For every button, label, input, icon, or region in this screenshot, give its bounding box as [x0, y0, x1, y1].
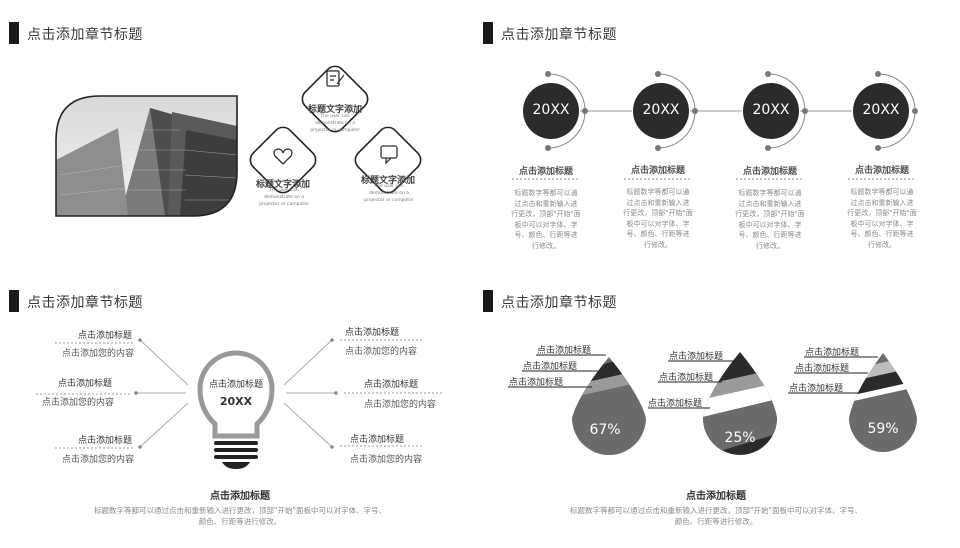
step-circle: [633, 83, 689, 139]
footer-title[interactable]: 点击添加标题: [210, 491, 270, 502]
step-desc: 标题数字等都可以通过点击和重新输入进行更改，顶部"开始"面 板中可以对字体、字号…: [623, 188, 693, 249]
left-item-content: 点击添加您的内容: [62, 455, 135, 465]
diamond-title[interactable]: 标题文字添加: [360, 176, 415, 186]
step-title[interactable]: 点击添加标题: [742, 167, 797, 177]
drop-label[interactable]: 点击添加标题: [805, 348, 860, 358]
step-desc: 标题数字等都可以通过点击和重新输入进行更改，顶部"开始"面 板中可以对字体、字号…: [847, 188, 917, 249]
title-bar-marker: [9, 22, 19, 44]
drop-percent: 59%: [867, 421, 899, 437]
title-bar-marker: [483, 290, 493, 312]
diamond-text: The user can demonstrate on a projector …: [310, 114, 360, 133]
step-year: 20XX: [862, 102, 900, 118]
step-desc: 标题数字等都可以通过点击和重新输入进行更改，顶部"开始"面 板中可以对字体、字号…: [735, 189, 805, 250]
section-title[interactable]: 点击添加章节标题: [501, 27, 617, 43]
step-desc: 标题数字等都可以通过点击和重新输入进行更改，顶部"开始"面 板中可以对字体、字号…: [511, 189, 581, 250]
diamond-text: The user can demonstrate on a projector …: [259, 188, 309, 207]
step-circle: [853, 83, 909, 139]
left-item-content: 点击添加您的内容: [62, 349, 135, 359]
section-title[interactable]: 点击添加章节标题: [27, 295, 143, 311]
footer-title[interactable]: 点击添加标题: [686, 491, 746, 502]
section-title[interactable]: 点击添加章节标题: [501, 295, 617, 311]
drop-label[interactable]: 点击添加标题: [659, 373, 714, 383]
drop-label[interactable]: 点击添加标题: [509, 378, 564, 388]
drop-percent: 25%: [724, 430, 756, 446]
footer-desc: 标题数字等都可以通过点击和重新输入进行更改，顶部"开始"面板中可以对字体、字号、…: [94, 506, 386, 527]
section-title[interactable]: 点击添加章节标题: [27, 27, 143, 43]
drop-label[interactable]: 点击添加标题: [789, 384, 844, 394]
diamond-title[interactable]: 标题文字添加: [307, 105, 362, 115]
drop-label[interactable]: 点击添加标题: [537, 346, 592, 356]
bulb-outline: [197, 350, 275, 439]
step-title[interactable]: 点击添加标题: [854, 166, 909, 176]
step-circle: [523, 83, 579, 139]
building-photo: [56, 96, 237, 216]
diamond-top: [301, 65, 369, 133]
drop-label[interactable]: 点击添加标题: [795, 364, 850, 374]
right-item-content: 点击添加您的内容: [345, 347, 418, 357]
drop-percent: 67%: [589, 422, 621, 438]
drop-3: [849, 353, 917, 452]
step-year: 20XX: [532, 102, 570, 118]
step-title[interactable]: 点击添加标题: [630, 166, 685, 176]
diamond-right: [354, 126, 422, 194]
diamond-left: [249, 126, 317, 194]
bulb-year: 20XX: [219, 395, 253, 408]
left-item-content: 点击添加您的内容: [42, 398, 115, 408]
left-item-title[interactable]: 点击添加标题: [58, 379, 113, 389]
right-item-title[interactable]: 点击添加标题: [350, 435, 405, 445]
left-item-title[interactable]: 点击添加标题: [78, 436, 133, 446]
footer-desc: 标题数字等都可以通过点击和重新输入进行更改，顶部"开始"面板中可以对字体、字号、…: [570, 506, 862, 527]
right-item-content: 点击添加您的内容: [364, 400, 437, 410]
drop-label[interactable]: 点击添加标题: [648, 399, 703, 409]
edit-icon: [326, 70, 345, 87]
step-title[interactable]: 点击添加标题: [518, 167, 573, 177]
drop-label[interactable]: 点击添加标题: [669, 352, 724, 362]
heart-icon: [273, 148, 293, 165]
diamond-text: The user can demonstrate on a projector …: [364, 184, 414, 203]
bulb-base: [214, 441, 258, 469]
step-year: 20XX: [642, 102, 680, 118]
diamond-title[interactable]: 标题文字添加: [255, 180, 310, 190]
chat-icon: [380, 145, 398, 165]
right-item-content: 点击添加您的内容: [350, 455, 423, 465]
step-circle: [743, 83, 799, 139]
left-item-title[interactable]: 点击添加标题: [78, 331, 133, 341]
title-bar-marker: [9, 290, 19, 312]
right-item-title[interactable]: 点击添加标题: [364, 380, 419, 390]
bulb-title[interactable]: 点击添加标题: [208, 380, 263, 390]
title-bar-marker: [483, 22, 493, 44]
drop-label[interactable]: 点击添加标题: [523, 362, 578, 372]
right-item-title[interactable]: 点击添加标题: [345, 328, 400, 338]
step-year: 20XX: [752, 102, 790, 118]
